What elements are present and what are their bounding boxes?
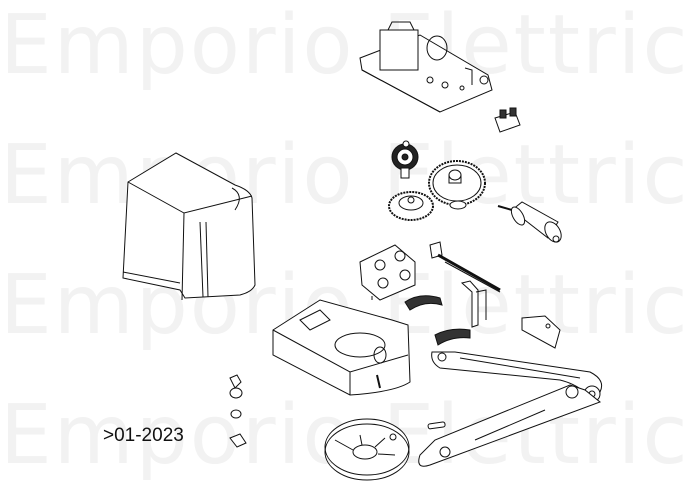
limit-switch-part bbox=[495, 108, 520, 132]
dc-motor-part bbox=[498, 202, 565, 245]
housing-cover-part bbox=[123, 153, 255, 300]
gear-support-bracket-part bbox=[360, 245, 415, 300]
watermark-row-2: Emporio Elettrico bbox=[0, 128, 694, 223]
cam-sector-upper-part bbox=[405, 296, 442, 310]
intermediate-gear-part bbox=[389, 192, 433, 220]
watermark-row-1: Emporio Elettrico bbox=[0, 0, 694, 93]
revision-label: >01-2023 bbox=[103, 425, 184, 446]
release-lock-and-key-part bbox=[230, 375, 246, 447]
cam-sector-lower-part bbox=[435, 329, 470, 345]
release-lever-part bbox=[462, 281, 486, 327]
arm-pin-part bbox=[428, 422, 446, 429]
round-base-plate-part bbox=[325, 419, 409, 480]
output-shaft-part bbox=[430, 242, 500, 292]
lower-housing-base-part bbox=[273, 300, 410, 395]
gate-fixing-plate-part bbox=[522, 316, 560, 348]
main-gear-part bbox=[429, 161, 485, 209]
upper-gear-housing-part bbox=[360, 22, 492, 112]
articulated-arm-part bbox=[419, 352, 602, 466]
pinion-gear-part bbox=[392, 141, 418, 178]
